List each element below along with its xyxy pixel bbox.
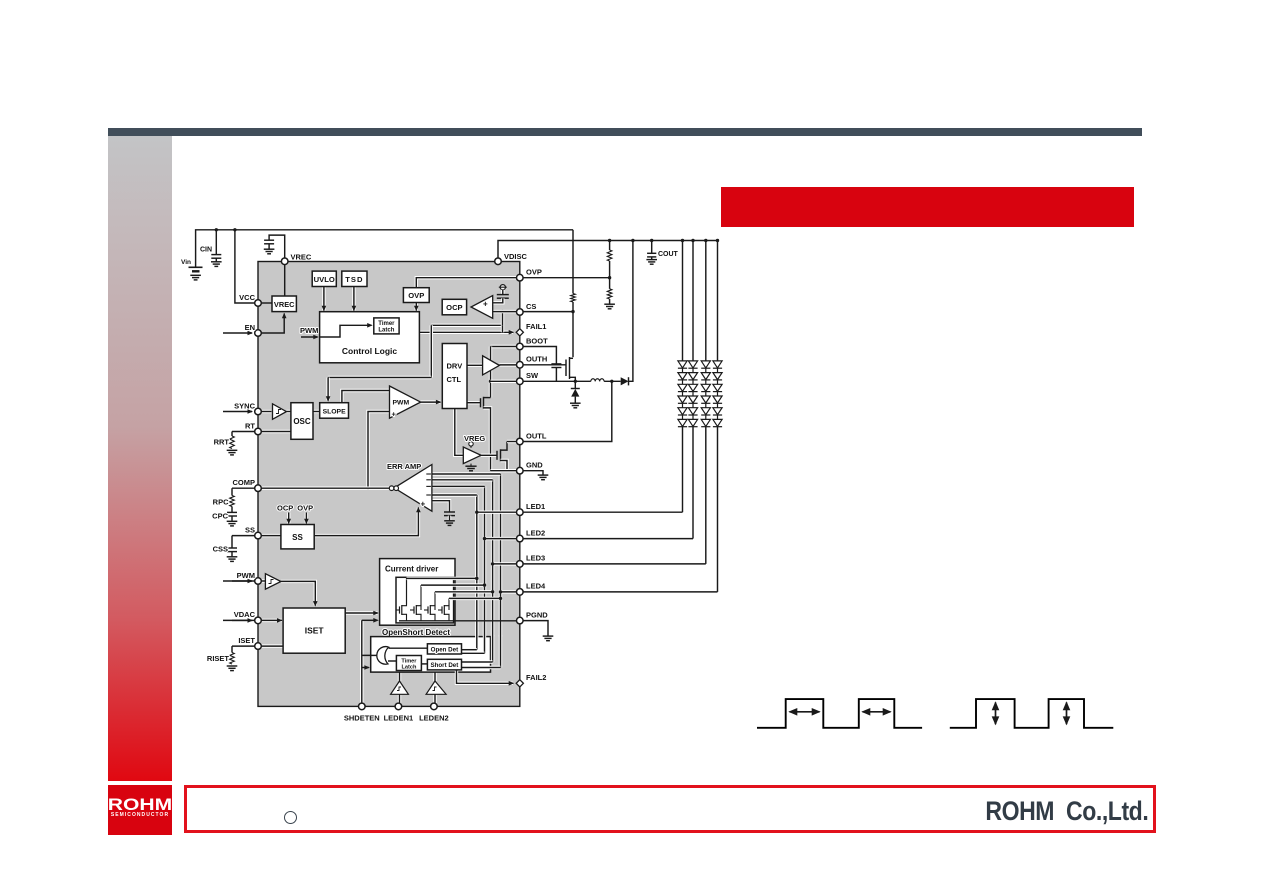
svg-text:SS: SS <box>245 525 255 534</box>
svg-text:ISET: ISET <box>238 636 255 645</box>
svg-text:PWM: PWM <box>300 326 318 335</box>
svg-text:SS: SS <box>292 533 303 542</box>
svg-text:CS: CS <box>526 302 536 311</box>
svg-text:LED3: LED3 <box>526 554 545 563</box>
svg-text:LEDEN2: LEDEN2 <box>419 714 449 723</box>
svg-text:DRV: DRV <box>447 362 463 371</box>
svg-text:OVP: OVP <box>408 291 424 300</box>
svg-text:OCP: OCP <box>277 504 293 513</box>
svg-text:Vin: Vin <box>181 259 191 266</box>
svg-text:SW: SW <box>526 371 539 380</box>
svg-text:VREC: VREC <box>291 253 312 262</box>
svg-text:OCP: OCP <box>446 303 462 312</box>
svg-text:OpenShort Detect: OpenShort Detect <box>382 628 450 637</box>
svg-text:SLOPE: SLOPE <box>323 409 347 416</box>
svg-text:Latch: Latch <box>401 665 417 671</box>
svg-text:ERR AMP: ERR AMP <box>387 462 421 471</box>
svg-text:Latch: Latch <box>378 327 394 333</box>
svg-text:ISET: ISET <box>305 626 325 636</box>
svg-text:VCC: VCC <box>239 293 255 302</box>
svg-text:CSS: CSS <box>213 545 228 554</box>
svg-text:VDAC: VDAC <box>234 610 256 619</box>
svg-text:FAIL2: FAIL2 <box>526 673 546 682</box>
svg-text:LED2: LED2 <box>526 528 545 537</box>
svg-text:FAIL1: FAIL1 <box>526 322 546 331</box>
svg-text:COMP: COMP <box>233 478 256 487</box>
svg-text:VDISC: VDISC <box>504 252 528 261</box>
svg-text:Open Det: Open Det <box>431 646 459 653</box>
svg-text:+: + <box>421 500 426 509</box>
svg-text:SHDETEN: SHDETEN <box>344 714 380 723</box>
svg-text:RT: RT <box>245 421 255 430</box>
svg-text:SYNC: SYNC <box>234 401 255 410</box>
svg-text:Short Det: Short Det <box>430 662 458 669</box>
svg-text:UVLO: UVLO <box>314 275 335 284</box>
svg-text:EN: EN <box>245 323 255 332</box>
svg-text:Timer: Timer <box>401 658 417 664</box>
svg-text:Control Logic: Control Logic <box>342 346 398 356</box>
svg-text:OVP: OVP <box>526 268 542 277</box>
svg-text:RPC: RPC <box>213 498 229 507</box>
svg-text:Timer: Timer <box>378 321 395 327</box>
svg-text:COUT: COUT <box>658 251 679 258</box>
svg-text:VREC: VREC <box>274 300 295 309</box>
svg-text:Current driver: Current driver <box>385 565 438 574</box>
svg-text:LED1: LED1 <box>526 502 545 511</box>
svg-text:CPC: CPC <box>212 512 228 521</box>
svg-text:PWM: PWM <box>393 400 410 407</box>
svg-text:OUTL: OUTL <box>526 431 547 440</box>
svg-text:BOOT: BOOT <box>526 336 548 345</box>
svg-text:LEDEN1: LEDEN1 <box>384 714 414 723</box>
svg-text:CTL: CTL <box>447 375 462 384</box>
svg-text:TSD: TSD <box>345 275 363 284</box>
svg-text:+: + <box>483 300 488 309</box>
svg-text:PWM: PWM <box>237 571 255 580</box>
svg-text:VREG: VREG <box>464 434 485 443</box>
svg-text:RISET: RISET <box>207 654 230 663</box>
svg-text:OVP: OVP <box>297 504 313 513</box>
svg-text:OSC: OSC <box>293 417 311 426</box>
svg-text:+: + <box>392 409 397 418</box>
svg-text:PGND: PGND <box>526 610 548 619</box>
svg-text:OUTH: OUTH <box>526 355 547 364</box>
svg-text:RRT: RRT <box>214 438 230 447</box>
svg-text:CIN: CIN <box>200 247 212 254</box>
svg-text:GND: GND <box>526 461 543 470</box>
svg-text:LED4: LED4 <box>526 582 546 591</box>
